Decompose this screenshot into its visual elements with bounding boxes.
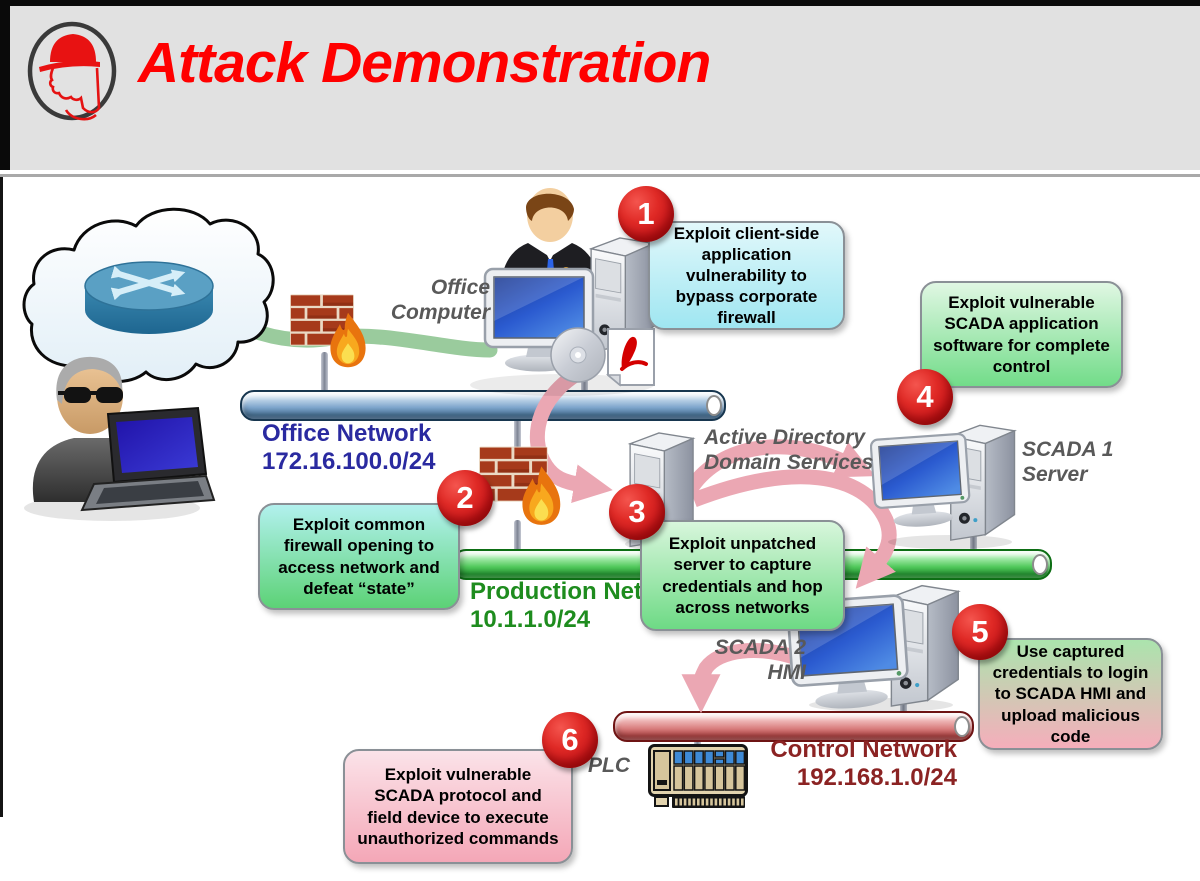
office-network-label: Office Network 172.16.100.0/24 — [262, 420, 436, 475]
header-divider-line — [0, 174, 1200, 177]
label-line: SCADA 1 — [1022, 438, 1114, 461]
network-name: Office Network — [262, 420, 432, 447]
label-line: PLC — [588, 754, 630, 777]
control-network-bus — [613, 711, 974, 742]
active-directory-label: Active Directory Domain Services — [704, 426, 873, 476]
stem-firewall2-top — [514, 410, 521, 452]
scada1-label: SCADA 1 Server — [1022, 438, 1113, 488]
label-line: SCADA 2 — [714, 636, 806, 659]
step-1-callout: Exploit client-side application vulnerab… — [648, 221, 845, 330]
step-2-badge: 2 — [437, 470, 493, 526]
label-line: Active Directory — [704, 426, 866, 449]
control-network-label: Control Network 192.168.1.0/24 — [737, 736, 957, 791]
step-4-badge: 4 — [897, 369, 953, 425]
step-4-text: Exploit vulnerable SCADA application sof… — [933, 293, 1110, 376]
step-2-text: Exploit common firewall opening to acces… — [278, 515, 440, 598]
pdf-document-icon — [605, 328, 655, 387]
label-line: Server — [1022, 462, 1088, 486]
pipe-end-cap — [954, 715, 970, 737]
office-network-bus — [240, 390, 726, 421]
left-border-thin — [0, 177, 3, 817]
step-5-badge: 5 — [952, 604, 1008, 660]
stem-firewall2-bottom — [514, 520, 521, 554]
stem-firewall1 — [321, 352, 328, 394]
scada1-server-icon — [870, 424, 1016, 549]
label-line: Computer — [390, 300, 490, 324]
network-subnet: 172.16.100.0/24 — [262, 447, 436, 475]
step-3-text: Exploit unpatched server to capture cred… — [662, 534, 823, 617]
step-6-callout: Exploit vulnerable SCADA protocol and fi… — [343, 749, 573, 864]
scada2-label: SCADA 2 HMI — [688, 636, 806, 686]
step-6-badge: 6 — [542, 712, 598, 768]
firewall-icon — [290, 294, 366, 368]
network-subnet: 10.1.1.0/24 — [470, 605, 591, 633]
step-5-text: Use captured credentials to login to SCA… — [992, 642, 1149, 746]
slide-header — [0, 0, 1200, 170]
network-name: Control Network — [770, 736, 957, 763]
top-border — [0, 0, 1200, 6]
cd-disc-icon — [550, 327, 606, 383]
plc-label: PLC — [588, 754, 630, 779]
label-line: HMI — [767, 660, 807, 684]
scada2-hmi-icon — [786, 584, 959, 713]
plc-icon — [648, 744, 748, 808]
step-6-text: Exploit vulnerable SCADA protocol and fi… — [357, 765, 559, 848]
label-line: Domain Services — [704, 450, 874, 474]
router-icon — [84, 261, 214, 334]
hacker-with-laptop-icon — [24, 356, 216, 521]
label-line: Office — [430, 276, 490, 299]
step-4-callout: Exploit vulnerable SCADA application sof… — [920, 281, 1123, 388]
step-2-callout: Exploit common firewall opening to acces… — [258, 503, 460, 610]
left-border — [0, 0, 10, 170]
step-1-text: Exploit client-side application vulnerab… — [673, 223, 820, 328]
pipe-end-cap — [1032, 553, 1048, 575]
header-divider-gap — [0, 170, 1200, 174]
slide-title: Attack Demonstration — [138, 31, 711, 95]
hardhat-head-logo-icon — [27, 21, 117, 121]
network-subnet: 192.168.1.0/24 — [796, 763, 957, 791]
step-5-callout: Use captured credentials to login to SCA… — [978, 638, 1163, 750]
step-3-callout: Exploit unpatched server to capture cred… — [640, 520, 845, 631]
step-1-badge: 1 — [618, 186, 674, 242]
step-3-badge: 3 — [609, 484, 665, 540]
pipe-end-cap — [706, 394, 722, 416]
office-computer-label: Office Computer — [372, 276, 490, 326]
